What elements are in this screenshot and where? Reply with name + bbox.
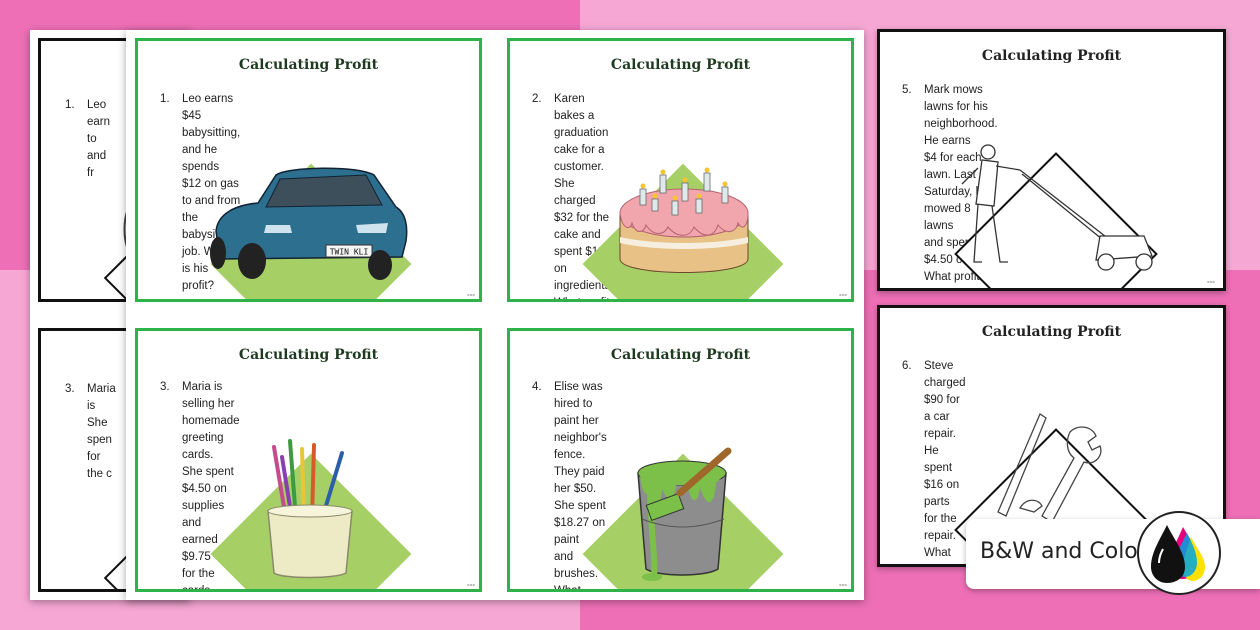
card-2: Calculating Profit 2. Karen bakes a grad… [507,38,854,302]
car-icon: TWIN KLI [210,167,408,280]
card-4: Calculating Profit 4. Elise was hired to… [507,328,854,592]
bw-card-5: Calculating Profit 5. Mark mows lawns fo… [877,29,1226,291]
card-title: Calculating Profit [610,347,751,363]
version-badge: B&W and Color [966,511,1260,595]
tools-icon [997,413,1102,523]
card-title: Calculating Profit [981,324,1122,340]
lawn-mower-icon [961,144,1153,271]
pencil-pot-icon [267,439,353,579]
card-title: Calculating Profit [238,347,379,363]
ink-drops-icon [1137,511,1221,595]
cake-icon [619,167,749,273]
card-title: Calculating Profit [610,57,751,73]
license-plate: TWIN KLI [330,248,369,257]
card-title: Calculating Profit [981,48,1122,64]
color-worksheet: Calculating Profit 1. Leo earns $45 baby… [126,30,864,600]
card-title: Calculating Profit [238,57,379,73]
card-1: Calculating Profit 1. Leo earns $45 baby… [135,38,482,302]
card-3: Calculating Profit 3. Maria is selling h… [135,328,482,592]
badge-label: B&W and Color [980,539,1147,564]
paint-bucket-icon [637,447,732,581]
